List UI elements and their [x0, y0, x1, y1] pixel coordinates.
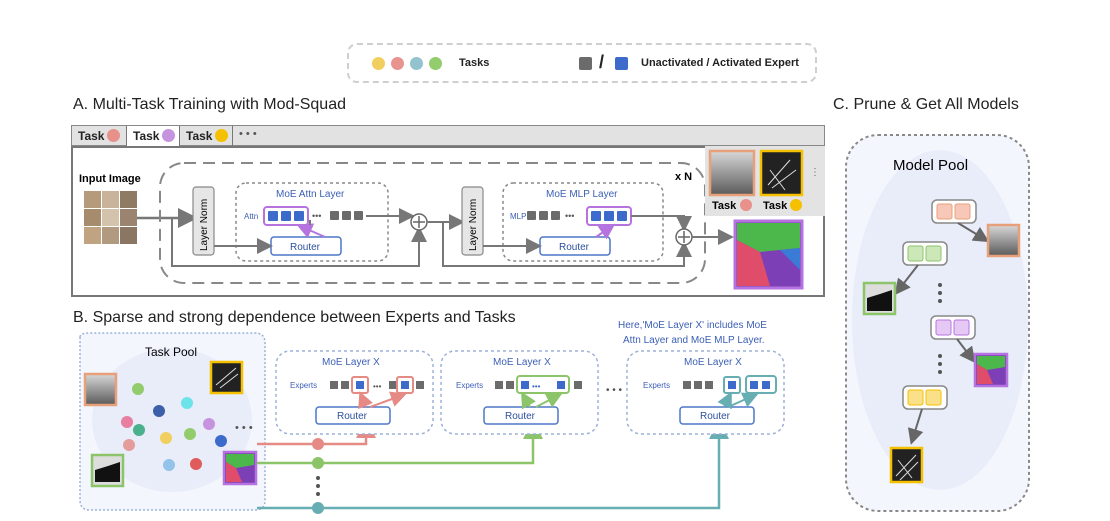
moe-layer-x-title: MoE Layer X	[684, 357, 742, 368]
tab-label: Task	[133, 129, 160, 143]
task-color-dot	[410, 57, 423, 70]
output-task-label: Task	[712, 200, 737, 212]
unactivated-expert-square	[579, 57, 592, 70]
legend-expert-label: Unactivated / Activated Expert	[641, 57, 799, 69]
task-color-dot	[162, 129, 176, 142]
mlp-label: MLP	[510, 212, 526, 221]
task-node	[312, 502, 324, 514]
router-label: Router	[290, 242, 321, 253]
task-color-dot	[429, 57, 442, 70]
task-route-green	[257, 419, 543, 465]
moe-mlp-title: MoE MLP Layer	[546, 189, 618, 200]
edge-output-thumbnail	[759, 149, 804, 197]
expert-ellipsis: •••	[532, 382, 541, 391]
tabs-more-icon[interactable]: • • •	[239, 128, 257, 140]
router-label: Router	[505, 411, 536, 422]
moe-layer-x-2: MoE Layer X Experts ••• Router	[440, 350, 599, 435]
moe-layer-x-3: MoE Layer X Experts Router	[626, 350, 785, 435]
activated-expert-square	[615, 57, 628, 70]
moe-layer-x-note-line-1: Here,'MoE Layer X' includes MoE	[618, 320, 767, 331]
router-label: Router	[700, 411, 731, 422]
task-color-dot	[740, 199, 752, 211]
repeat-count-label: x N	[675, 171, 692, 183]
task-color-dot	[790, 199, 802, 211]
task-color-dot	[107, 129, 121, 142]
moe-layer-x-note-line-2: Attn Layer and MoE MLP Layer.	[623, 335, 765, 346]
input-image-grid	[84, 191, 137, 244]
experts-label: Experts	[290, 381, 317, 390]
task-color-dot	[372, 57, 385, 70]
svg-text:•••: •••	[373, 382, 382, 391]
task-pool-label: Task Pool	[145, 345, 197, 359]
moe-layer-x-1: MoE Layer X Experts ••• Router	[275, 350, 434, 435]
moe-layer-x-title: MoE Layer X	[322, 357, 380, 368]
more-tasks-icon: • • •	[235, 422, 253, 434]
layer-norm-label: Layer Norm	[468, 199, 479, 251]
input-image-label: Input Image	[79, 173, 141, 185]
pruned-model-edge	[889, 385, 948, 484]
legend-tasks-label: Tasks	[459, 57, 490, 69]
model-pool-label: Model Pool	[893, 157, 968, 174]
section-a-title: A. Multi-Task Training with Mod-Squad	[73, 96, 346, 113]
output-task-label: Task	[763, 200, 788, 212]
task-route-teal	[257, 419, 729, 510]
legend-slash: /	[599, 52, 605, 72]
layer-norm-block-1	[192, 186, 215, 256]
moe-layer-x-title: MoE Layer X	[493, 357, 551, 368]
experts-label: Experts	[456, 381, 483, 390]
task-color-dot	[215, 129, 229, 142]
layer-norm-label: Layer Norm	[199, 199, 210, 251]
svg-text:• • •: • • •	[606, 385, 623, 396]
tab-label: Task	[78, 129, 105, 143]
edge-task-thumbnail	[209, 360, 244, 395]
section-c-title: C. Prune & Get All Models	[833, 96, 1019, 113]
svg-text:⋮: ⋮	[810, 167, 820, 178]
pruned-model-depth	[931, 199, 1021, 258]
segmentation-output-thumbnail	[733, 219, 804, 290]
task-node	[312, 438, 324, 450]
layer-norm-block-2	[461, 186, 484, 256]
legend-box: Tasks / Unactivated / Activated Expert	[347, 43, 817, 83]
moe-attn-layer	[235, 182, 389, 262]
section-b-title: B. Sparse and strong dependence between …	[73, 309, 516, 326]
tab-task-3[interactable]: Task	[180, 126, 233, 146]
pruned-model-mask	[862, 241, 948, 316]
task-color-dot	[391, 57, 404, 70]
tab-task-2[interactable]: Task	[127, 126, 180, 146]
experts-label: Experts	[643, 381, 670, 390]
repeat-block	[159, 162, 706, 284]
depth-task-thumbnail	[83, 372, 118, 407]
pruned-model-segmentation	[930, 315, 1009, 388]
svg-text:•••: •••	[312, 211, 321, 221]
svg-text:•••: •••	[565, 211, 574, 221]
attn-label: Attn	[244, 212, 258, 221]
task-tab-bar: Task Task Task • • •	[71, 125, 825, 146]
tab-label: Task	[186, 129, 213, 143]
router-label: Router	[337, 411, 368, 422]
task-node	[312, 457, 324, 469]
task-dots-cluster	[121, 383, 227, 471]
tab-task-1[interactable]: Task	[72, 126, 127, 146]
moe-attn-title: MoE Attn Layer	[276, 189, 345, 200]
router-label: Router	[559, 242, 590, 253]
depth-output-thumbnail	[708, 149, 756, 197]
